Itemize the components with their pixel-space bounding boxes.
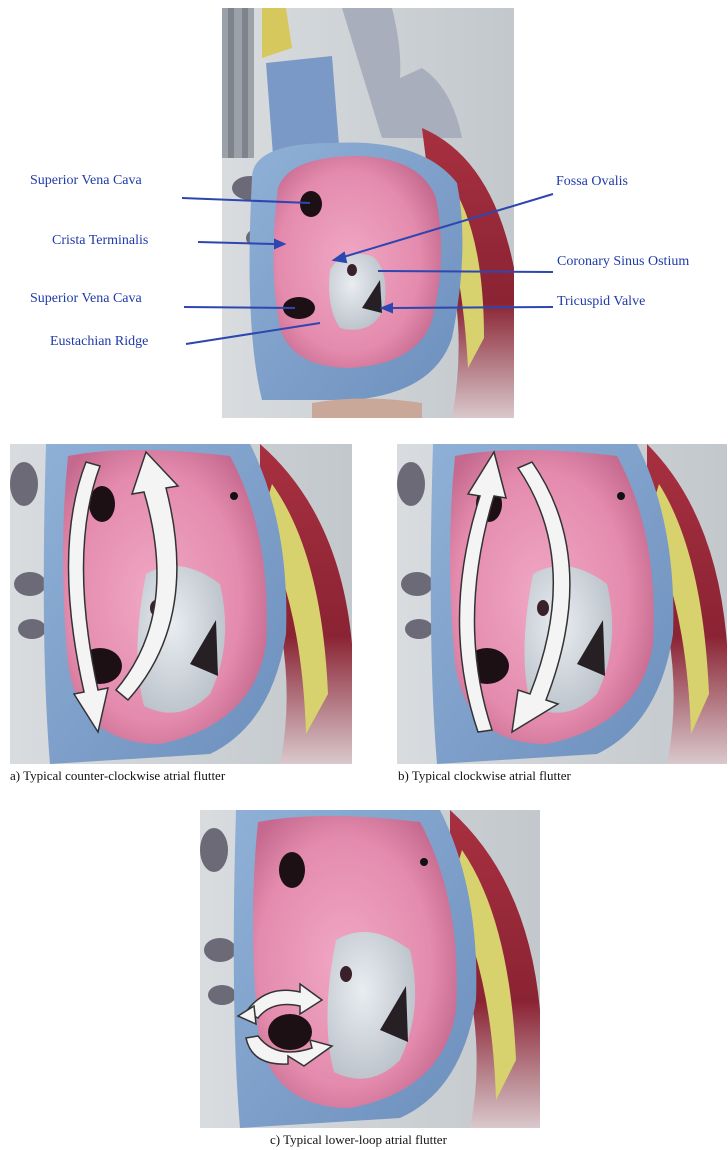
caption-a: a) Typical counter-clockwise atrial flut…: [10, 768, 225, 783]
label-coronary-sinus-ostium: Coronary Sinus Ostium: [557, 254, 689, 270]
label-fossa-ovalis: Fossa Ovalis: [556, 174, 628, 190]
caption-c: c) Typical lower-loop atrial flutter: [270, 1132, 447, 1147]
caption-b: b) Typical clockwise atrial flutter: [398, 768, 571, 783]
panel-a-photo: [10, 444, 352, 764]
panel-b-photo: [397, 444, 727, 764]
label-crista-terminalis: Crista Terminalis: [52, 233, 148, 249]
main-heart-photo: [222, 8, 514, 418]
label-superior-vena-cava-top: Superior Vena Cava: [30, 173, 142, 189]
label-superior-vena-cava-bottom: Superior Vena Cava: [30, 291, 142, 307]
label-eustachian-ridge: Eustachian Ridge: [50, 334, 148, 350]
panel-c-photo: [200, 810, 540, 1128]
label-tricuspid-valve: Tricuspid Valve: [557, 294, 645, 310]
